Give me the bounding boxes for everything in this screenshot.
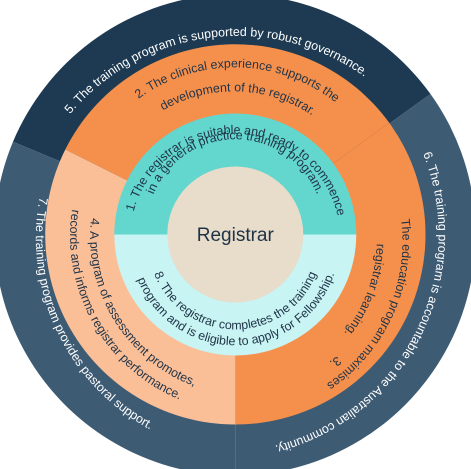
center-label: Registrar [197,225,275,246]
center-circle [167,166,304,303]
